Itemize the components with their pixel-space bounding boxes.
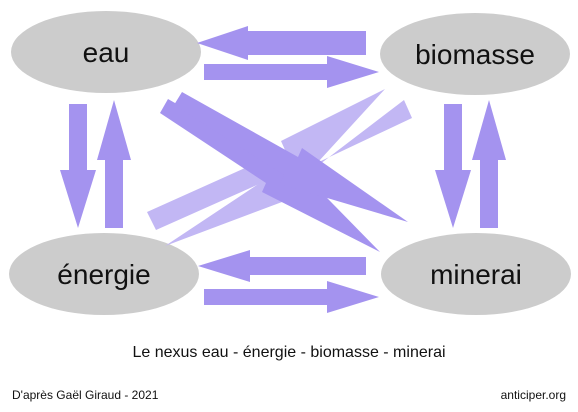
arrow-eau-to-minerai <box>160 99 380 252</box>
arrow-minerai-to-biomasse <box>472 100 506 228</box>
arrow-biomasse-to-energie-mirror <box>174 92 408 222</box>
diagram-caption: Le nexus eau - énergie - biomasse - mine… <box>132 344 446 361</box>
node-biomasse-label: biomasse <box>415 39 535 70</box>
node-minerai-label: minerai <box>430 259 522 290</box>
node-minerai-shape <box>381 233 571 315</box>
node-eau: eau <box>11 11 201 93</box>
arrow-energie-to-eau <box>97 100 131 228</box>
credit-text: D'après Gaël Giraud - 2021 <box>12 388 159 402</box>
arrow-biomasse-to-eau <box>197 26 366 60</box>
node-energie-shape <box>9 233 199 315</box>
node-minerai: minerai <box>381 233 571 315</box>
node-energie: énergie <box>9 233 199 315</box>
arrow-eau-to-biomasse <box>204 56 379 88</box>
node-eau-shape <box>11 11 201 93</box>
node-biomasse-shape <box>380 13 570 95</box>
arrow-eau-to-energie <box>60 104 96 228</box>
arrow-minerai-to-eau <box>165 100 412 246</box>
source-text: anticiper.org <box>500 388 566 402</box>
node-eau-label: eau <box>83 37 130 68</box>
node-energie-label: énergie <box>57 259 150 290</box>
node-biomasse: biomasse <box>380 13 570 95</box>
arrow-biomasse-to-minerai <box>435 104 471 228</box>
arrow-minerai-to-energie <box>198 250 366 282</box>
arrow-energie-to-minerai <box>204 281 379 313</box>
